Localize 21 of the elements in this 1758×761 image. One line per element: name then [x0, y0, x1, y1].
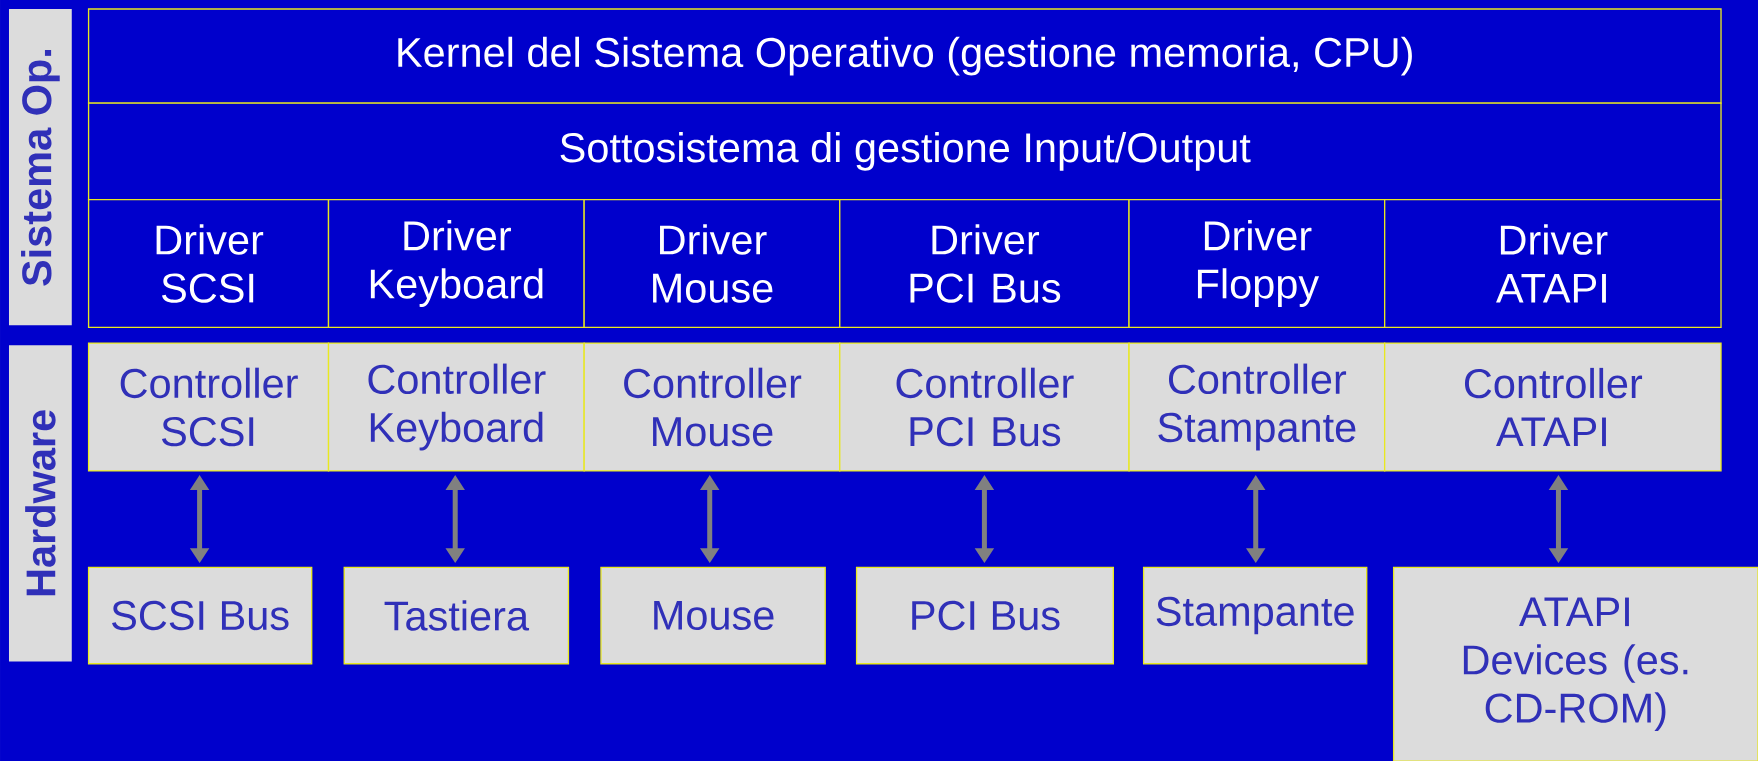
controller-box: Controller SCSI [87, 342, 330, 472]
device-box: Mouse [600, 566, 826, 665]
controller-box: Controller ATAPI [1384, 342, 1722, 472]
side-band: Hardware [9, 345, 72, 662]
driver-box: Driver ATAPI [1384, 198, 1722, 328]
device-box: ATAPI Devices (es. CD-ROM) [1392, 566, 1758, 761]
controller-box: Controller Keyboard [327, 342, 585, 472]
device-box: PCI Bus [855, 566, 1114, 665]
driver-box: Driver Floppy [1128, 198, 1386, 328]
layer-box: Kernel del Sistema Operativo (gestione memoria, CPU) [87, 8, 1722, 104]
side-band: Sistema Op. [9, 8, 72, 325]
device-box: SCSI Bus [87, 566, 313, 665]
device-box: Stampante [1142, 566, 1368, 665]
driver-box: Driver PCI Bus [839, 198, 1130, 328]
driver-box: Driver Keyboard [327, 198, 585, 328]
controller-box: Controller Stampante [1128, 342, 1386, 472]
controller-box: Controller Mouse [583, 342, 841, 472]
driver-box: Driver SCSI [87, 198, 330, 328]
device-box: Tastiera [343, 566, 570, 665]
controller-box: Controller PCI Bus [839, 342, 1130, 472]
driver-box: Driver Mouse [583, 198, 841, 328]
